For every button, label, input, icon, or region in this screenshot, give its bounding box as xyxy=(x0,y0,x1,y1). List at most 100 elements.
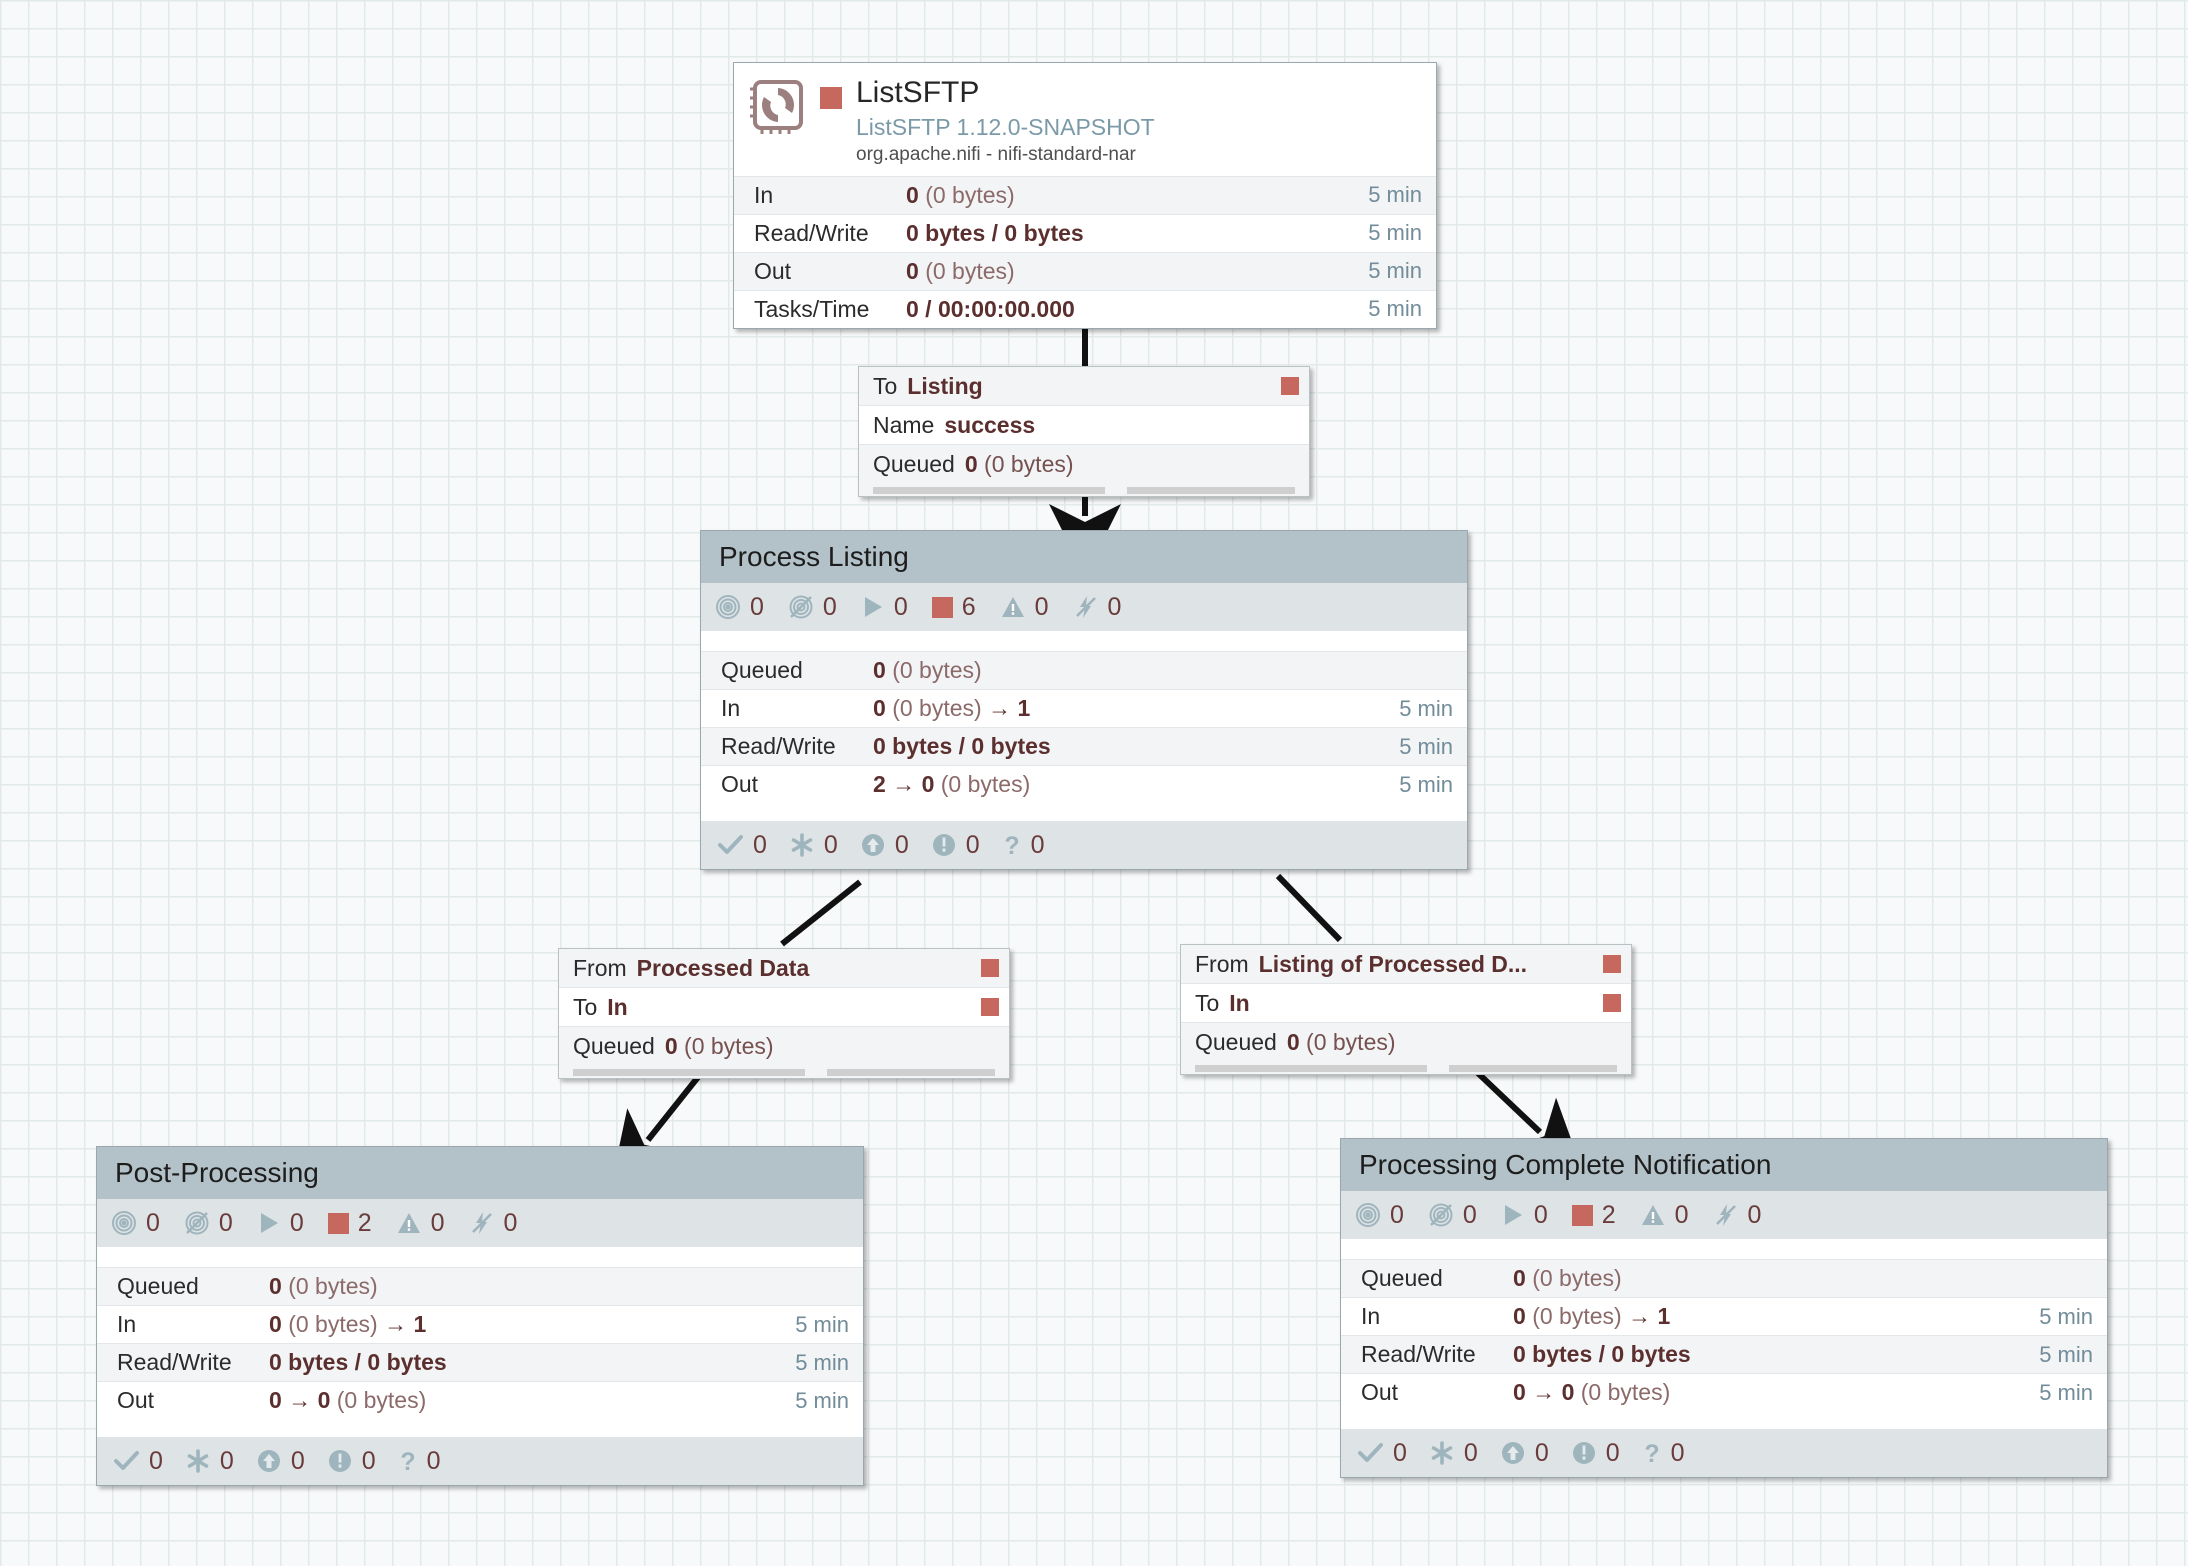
process-group-process-listing[interactable]: Process Listing 0 0 0 xyxy=(700,530,1468,870)
processor-run-status-stopped-icon[interactable] xyxy=(820,87,842,109)
process-group-processing-complete-notification[interactable]: Processing Complete Notification 0 0 0 xyxy=(1340,1138,2108,1478)
stat-label: In xyxy=(721,695,741,721)
processor-stat-read-write: Read/Write 0 bytes / 0 bytes 5 min xyxy=(734,213,1436,252)
stat-label: Read/Write xyxy=(721,733,836,759)
process-group-spacer xyxy=(97,1247,863,1267)
stat-time: 5 min xyxy=(1399,771,1453,797)
pg-stat-out: Out 0 → 0 (0 bytes) 5 min xyxy=(97,1381,863,1419)
connection-from-row: From Processed Data xyxy=(559,949,1009,988)
pg-stat-out: Out 2 → 0 (0 bytes) 5 min xyxy=(701,765,1467,803)
count-value: 0 xyxy=(1390,1200,1404,1229)
stat-value: 0 (0 bytes) → 1 xyxy=(1513,1303,1671,1329)
process-group-stats: Queued 0 (0 bytes) In 0 (0 bytes) → 1 5 … xyxy=(97,1267,863,1419)
status-locally-modified[interactable]: 0 xyxy=(327,1447,376,1476)
count-disabled[interactable]: 0 xyxy=(1713,1201,1761,1230)
connection-listing-of-processed-to-in[interactable]: From Listing of Processed D... To In Que… xyxy=(1180,944,1632,1075)
connection-queued-label: Queued xyxy=(1195,1029,1277,1055)
status-sync-failure[interactable]: ? 0 xyxy=(398,1447,441,1477)
status-active-threads[interactable]: 0 xyxy=(113,1447,163,1476)
status-value: 0 xyxy=(1534,1438,1549,1467)
connection-from-label: From xyxy=(1195,950,1249,977)
stat-value: 0 → 0 (0 bytes) xyxy=(269,1387,427,1413)
count-disabled[interactable]: 0 xyxy=(1073,593,1121,622)
processor-chip-icon xyxy=(748,77,810,139)
status-terminated-threads[interactable]: 0 xyxy=(789,831,838,860)
svg-text:?: ? xyxy=(1644,1440,1659,1466)
count-transmitting[interactable]: 0 xyxy=(111,1209,160,1238)
stat-value: 0 bytes / 0 bytes xyxy=(873,733,1051,759)
count-stopped[interactable]: 2 xyxy=(1571,1201,1616,1230)
connection-queued-value: 0 (0 bytes) xyxy=(1286,1029,1396,1055)
count-transmitting[interactable]: 0 xyxy=(1355,1201,1404,1230)
stat-time: 5 min xyxy=(2039,1303,2093,1329)
connection-from-value: Processed Data xyxy=(636,954,810,981)
count-transmitting[interactable]: 0 xyxy=(715,593,764,622)
pg-stat-queued: Queued 0 (0 bytes) xyxy=(701,651,1467,689)
connection-queued-row: Queued 0 (0 bytes) xyxy=(1181,1023,1631,1062)
stopped-icon xyxy=(931,596,953,618)
count-running[interactable]: 0 xyxy=(257,1209,304,1238)
svg-text:?: ? xyxy=(1004,832,1019,858)
status-up-to-date[interactable]: 0 xyxy=(1500,1439,1549,1468)
process-group-title: Process Listing xyxy=(701,531,1467,583)
source-stopped-icon xyxy=(981,959,999,977)
count-not-transmitting[interactable]: 0 xyxy=(184,1209,233,1238)
connection-listsftp-to-listing[interactable]: To Listing Name success Queued 0 (0 byte… xyxy=(858,366,1310,497)
stat-value: 0 bytes / 0 bytes xyxy=(1513,1341,1691,1367)
count-value: 0 xyxy=(750,592,764,621)
count-value: 0 xyxy=(218,1208,233,1237)
status-terminated-threads[interactable]: 0 xyxy=(185,1447,234,1476)
process-group-component-counts: 0 0 0 2 0 xyxy=(97,1199,863,1247)
count-value: 0 xyxy=(1533,1200,1548,1229)
count-running[interactable]: 0 xyxy=(861,593,908,622)
status-locally-modified[interactable]: 0 xyxy=(931,831,980,860)
stat-value: 2 → 0 (0 bytes) xyxy=(873,771,1031,797)
invalid-icon xyxy=(396,1210,422,1236)
terminated-threads-icon xyxy=(1429,1440,1455,1466)
stat-label: Read/Write xyxy=(754,219,869,246)
stat-value: 0 bytes / 0 bytes xyxy=(906,219,1084,246)
pg-stat-in: In 0 (0 bytes) → 1 5 min xyxy=(1341,1297,2107,1335)
count-value: 0 xyxy=(1034,592,1049,621)
count-not-transmitting[interactable]: 0 xyxy=(788,593,837,622)
status-active-threads[interactable]: 0 xyxy=(1357,1439,1407,1468)
connection-to-row: To In xyxy=(559,988,1009,1027)
count-invalid[interactable]: 0 xyxy=(396,1209,445,1238)
stat-value: 0 (0 bytes) → 1 xyxy=(269,1311,427,1337)
stat-label: Read/Write xyxy=(117,1349,232,1375)
count-running[interactable]: 0 xyxy=(1501,1201,1548,1230)
process-group-bottom-pad xyxy=(701,803,1467,821)
pg-stat-read-write: Read/Write 0 bytes / 0 bytes 5 min xyxy=(1341,1335,2107,1373)
count-stopped[interactable]: 2 xyxy=(327,1209,372,1238)
transmitting-icon xyxy=(715,594,741,620)
count-value: 0 xyxy=(289,1208,304,1237)
status-terminated-threads[interactable]: 0 xyxy=(1429,1439,1478,1468)
process-group-post-processing[interactable]: Post-Processing 0 0 0 xyxy=(96,1146,864,1486)
status-up-to-date[interactable]: 0 xyxy=(256,1447,305,1476)
stat-value: 0 (0 bytes) xyxy=(906,181,1015,208)
processor-listsftp[interactable]: ListSFTP ListSFTP 1.12.0-SNAPSHOT org.ap… xyxy=(733,62,1437,329)
stat-value: 0 (0 bytes) xyxy=(269,1273,378,1299)
count-disabled[interactable]: 0 xyxy=(469,1209,517,1238)
count-invalid[interactable]: 0 xyxy=(1000,593,1049,622)
connection-processed-data-to-in[interactable]: From Processed Data To In Queued 0 (0 by… xyxy=(558,948,1010,1079)
stat-value: 0 (0 bytes) xyxy=(906,257,1015,284)
count-value: 0 xyxy=(822,592,837,621)
connection-queued-row: Queued 0 (0 bytes) xyxy=(859,445,1309,484)
process-group-component-counts: 0 0 0 6 0 xyxy=(701,583,1467,631)
status-value: 0 xyxy=(290,1446,305,1475)
pg-stat-queued: Queued 0 (0 bytes) xyxy=(97,1267,863,1305)
count-not-transmitting[interactable]: 0 xyxy=(1428,1201,1477,1230)
count-stopped[interactable]: 6 xyxy=(931,593,976,622)
count-invalid[interactable]: 0 xyxy=(1640,1201,1689,1230)
status-sync-failure[interactable]: ? 0 xyxy=(1002,831,1045,861)
process-group-status-counts: 0 0 0 0 ? xyxy=(1341,1429,2107,1477)
status-active-threads[interactable]: 0 xyxy=(717,831,767,860)
destination-stopped-icon xyxy=(981,998,999,1016)
status-up-to-date[interactable]: 0 xyxy=(860,831,909,860)
status-sync-failure[interactable]: ? 0 xyxy=(1642,1439,1685,1469)
sync-failure-icon: ? xyxy=(1642,1440,1662,1468)
stopped-icon xyxy=(327,1212,349,1234)
status-locally-modified[interactable]: 0 xyxy=(1571,1439,1620,1468)
